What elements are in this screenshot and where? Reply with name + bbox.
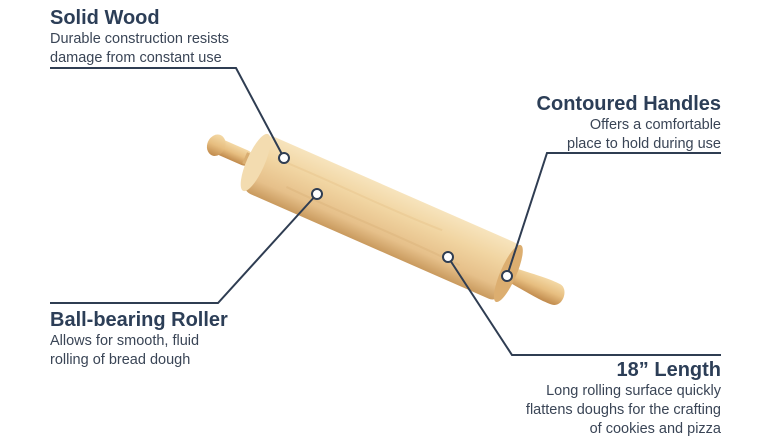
leader-length <box>447 256 721 356</box>
leader-ball-bearing <box>50 193 318 304</box>
callout-desc-line: Durable construction resists <box>50 31 229 47</box>
dot-ball-bearing <box>311 188 323 200</box>
callout-title: Contoured Handles <box>536 93 721 115</box>
callout-desc-line: Long rolling surface quickly <box>546 383 721 399</box>
callout-title: 18” Length <box>616 359 721 381</box>
callout-desc-line: Allows for smooth, fluid <box>50 333 200 349</box>
anchor-dots <box>278 152 513 282</box>
callout-ball-bearing-roller: Ball-bearing Roller Allows for smooth, f… <box>50 308 228 370</box>
callout-title: Ball-bearing Roller <box>50 309 228 331</box>
callout-desc-line: damage from constant use <box>50 50 222 66</box>
dot-contoured-handles <box>501 270 513 282</box>
dot-solid-wood <box>278 152 290 164</box>
leader-lines <box>50 67 721 356</box>
callout-desc-line: rolling of bread dough <box>50 352 191 368</box>
callout-desc-line: of cookies and pizza <box>589 421 721 437</box>
callout-solid-wood: Solid Wood Durable construction resists … <box>50 6 229 68</box>
callout-desc-line: Offers a comfortable <box>589 117 721 133</box>
leader-solid-wood <box>50 67 285 159</box>
dot-length <box>442 251 454 263</box>
callout-length: 18” Length Long rolling surface quickly … <box>526 358 721 439</box>
callout-desc-line: flattens doughs for the crafting <box>525 402 721 418</box>
leader-contoured-handles <box>506 152 721 277</box>
callout-contoured-handles: Contoured Handles Offers a comfortable p… <box>537 92 721 154</box>
callout-desc-line: place to hold during use <box>567 136 721 152</box>
callout-title: Solid Wood <box>50 7 160 29</box>
